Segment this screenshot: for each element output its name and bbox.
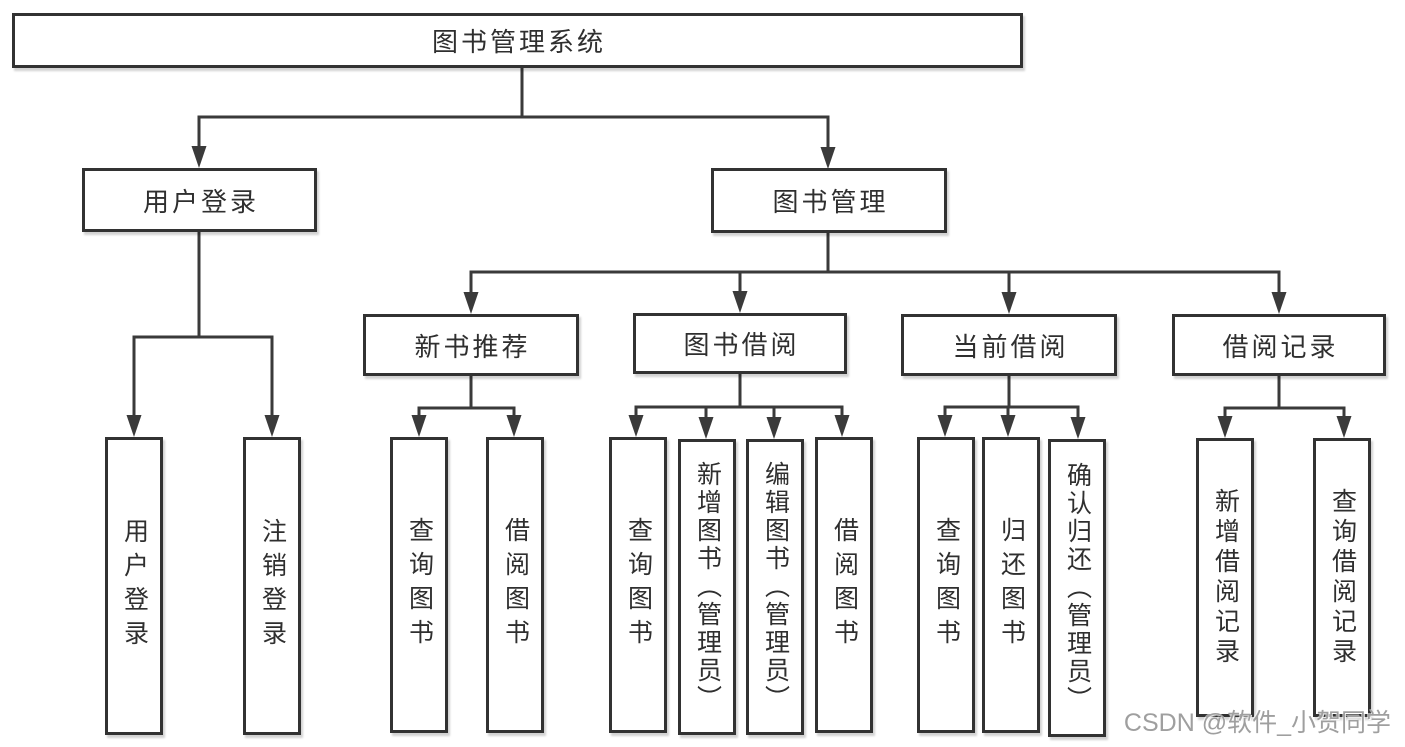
arrowhead-icon	[937, 415, 953, 437]
node-label: 用户登录	[120, 518, 149, 654]
arrowhead-icon	[820, 147, 836, 169]
arrowhead-icon	[1336, 416, 1352, 438]
node-label: 借阅记录	[1222, 331, 1339, 362]
node-borrow-record: 借阅记录	[1172, 314, 1386, 376]
node-root: 图书管理系统	[12, 13, 1023, 68]
arrowhead-icon	[191, 146, 207, 168]
node-user-login: 用户登录	[82, 168, 317, 232]
watermark: CSDN @软件_小贺同学	[1123, 709, 1391, 737]
node-ul-logout: 注销登录	[243, 437, 301, 735]
arrowhead-icon	[1000, 415, 1016, 437]
arrowhead-icon	[1271, 292, 1287, 314]
node-label: 借阅图书	[501, 517, 530, 653]
node-label: 确认归还（管理员）	[1063, 462, 1092, 714]
node-nb-borrow: 借阅图书	[486, 437, 544, 733]
node-label: 借阅图书	[830, 517, 859, 653]
node-label: 图书管理	[772, 187, 889, 217]
node-cb-query: 查询图书	[917, 437, 975, 733]
node-bb-borrow: 借阅图书	[815, 437, 873, 733]
node-label: 编辑图书（管理员）	[761, 461, 790, 713]
node-label: 归还图书	[997, 517, 1026, 653]
arrowhead-icon	[628, 415, 644, 437]
node-label: 查询借阅记录	[1328, 487, 1357, 668]
node-label: 新增图书（管理员）	[693, 461, 722, 713]
arrowhead-icon	[834, 415, 850, 437]
arrowhead-icon	[126, 415, 142, 437]
node-nb-query: 查询图书	[390, 437, 448, 733]
node-bb-query: 查询图书	[609, 437, 667, 733]
node-current-borrow: 当前借阅	[901, 314, 1117, 376]
node-label: 注销登录	[258, 518, 287, 654]
arrowhead-icon	[411, 415, 427, 437]
node-label: 图书管理系统	[431, 27, 606, 57]
node-label: 新书推荐	[414, 331, 531, 362]
node-label: 查询图书	[405, 517, 434, 653]
arrowhead-icon	[766, 417, 782, 439]
node-br-add: 新增借阅记录	[1196, 438, 1254, 717]
node-cb-confirm: 确认归还（管理员）	[1048, 439, 1106, 737]
node-book-borrow: 图书借阅	[633, 313, 847, 374]
node-label: 用户登录	[142, 186, 259, 217]
arrowhead-icon	[698, 417, 714, 439]
node-br-query: 查询借阅记录	[1313, 438, 1371, 717]
node-bb-edit: 编辑图书（管理员）	[746, 439, 804, 735]
arrowhead-icon	[506, 415, 522, 437]
node-label: 查询图书	[624, 517, 653, 653]
node-label: 查询图书	[932, 517, 961, 653]
arrowhead-icon	[264, 415, 280, 437]
arrowhead-icon	[1070, 417, 1086, 439]
node-label: 图书借阅	[683, 330, 800, 360]
node-cb-return: 归还图书	[982, 437, 1040, 733]
arrowhead-icon	[732, 291, 748, 313]
node-bb-add: 新增图书（管理员）	[678, 439, 736, 735]
arrowhead-icon	[1217, 416, 1233, 438]
node-ul-login: 用户登录	[105, 437, 163, 735]
node-label: 当前借阅	[952, 331, 1069, 362]
arrowhead-icon	[463, 292, 479, 314]
node-new-book: 新书推荐	[363, 314, 579, 376]
arrowhead-icon	[1001, 292, 1017, 314]
node-book-mgmt: 图书管理	[711, 168, 947, 233]
node-label: 新增借阅记录	[1211, 487, 1240, 668]
